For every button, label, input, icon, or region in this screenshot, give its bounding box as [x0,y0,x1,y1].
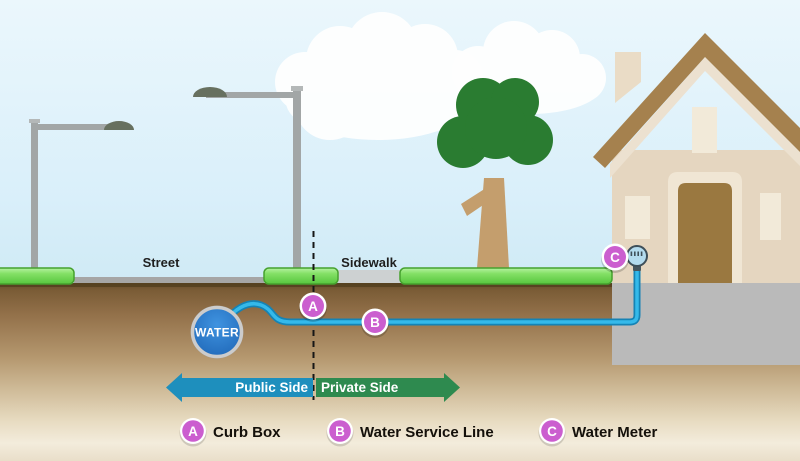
water-meter-marker-letter: C [610,250,620,265]
service-line-marker-letter: B [370,315,380,330]
badge-fill [302,295,324,317]
public-side-arrow: Public Side [166,373,313,402]
legend-item-curb-box: A Curb Box [179,418,281,447]
sidewalk-label: Sidewalk [341,255,397,270]
legend-letter: C [547,424,557,439]
arrow-head-right-icon [444,373,460,402]
lamp-arm [34,124,129,130]
lamp-head-icon [193,87,227,97]
tree-foliage [437,78,553,168]
meter-dial-icon [626,245,648,267]
private-side-arrow: Private Side [316,373,460,402]
water-main-label: WATER [195,326,239,340]
water-service-pipe [229,256,641,326]
lamp-pole [31,122,38,270]
service-line-marker: B [361,308,389,338]
meter-register-ticks [630,251,643,256]
badge-fill [604,246,626,268]
public-side-label: Public Side [235,380,308,395]
badge-fill [182,420,204,442]
badge-fill [364,311,386,333]
street-label: Street [143,255,181,270]
private-side-label: Private Side [321,380,399,395]
lamp-pole-cap [291,86,303,91]
roof-left [593,33,705,168]
curb-box-marker-letter: A [308,299,318,314]
legend-letter: A [188,424,198,439]
gable-trim-left [610,57,705,178]
water-main: WATER [190,305,244,359]
lamp-pole-cap [29,119,40,123]
street-lamp-right [193,86,303,268]
door [678,183,732,283]
legend-label: Water Meter [572,424,657,441]
roof-right [705,33,800,152]
grass-strip-right [399,267,613,285]
house-foundation [612,283,800,365]
right-window [760,193,781,240]
house [593,33,800,283]
sidewalk-surface [338,270,400,283]
pipe-fill [231,258,639,324]
legend-label: Water Service Line [360,424,494,441]
legend: A Curb Box B Water Service Line C Water … [179,418,657,447]
street-surface [74,277,264,283]
gable-trim-right [705,57,800,166]
legend-label: Curb Box [213,424,281,441]
arrow-head-left-icon [166,373,182,402]
curb-box-marker: A [299,292,327,322]
lamp-head-icon [104,121,134,130]
grass-strip-left [0,267,75,285]
chimney [615,52,641,103]
water-main-circle [190,305,244,359]
lamp-arm [206,92,296,98]
soil-surface-line [0,283,800,287]
legend-item-service-line: B Water Service Line [326,418,494,447]
tree [437,78,553,268]
arrow-shaft [316,378,444,397]
water-meter-marker: C [601,243,629,273]
street-lamp-left [29,119,134,270]
arrow-shaft [181,378,313,397]
badge-fill [329,420,351,442]
grass-strip-middle [263,267,339,285]
lamp-pole [293,90,301,268]
legend-letter: B [335,424,345,439]
legend-item-water-meter: C Water Meter [538,418,657,447]
badge-fill [541,420,563,442]
attic-window [692,107,717,153]
tree-branch [461,188,489,216]
left-window [625,196,650,239]
